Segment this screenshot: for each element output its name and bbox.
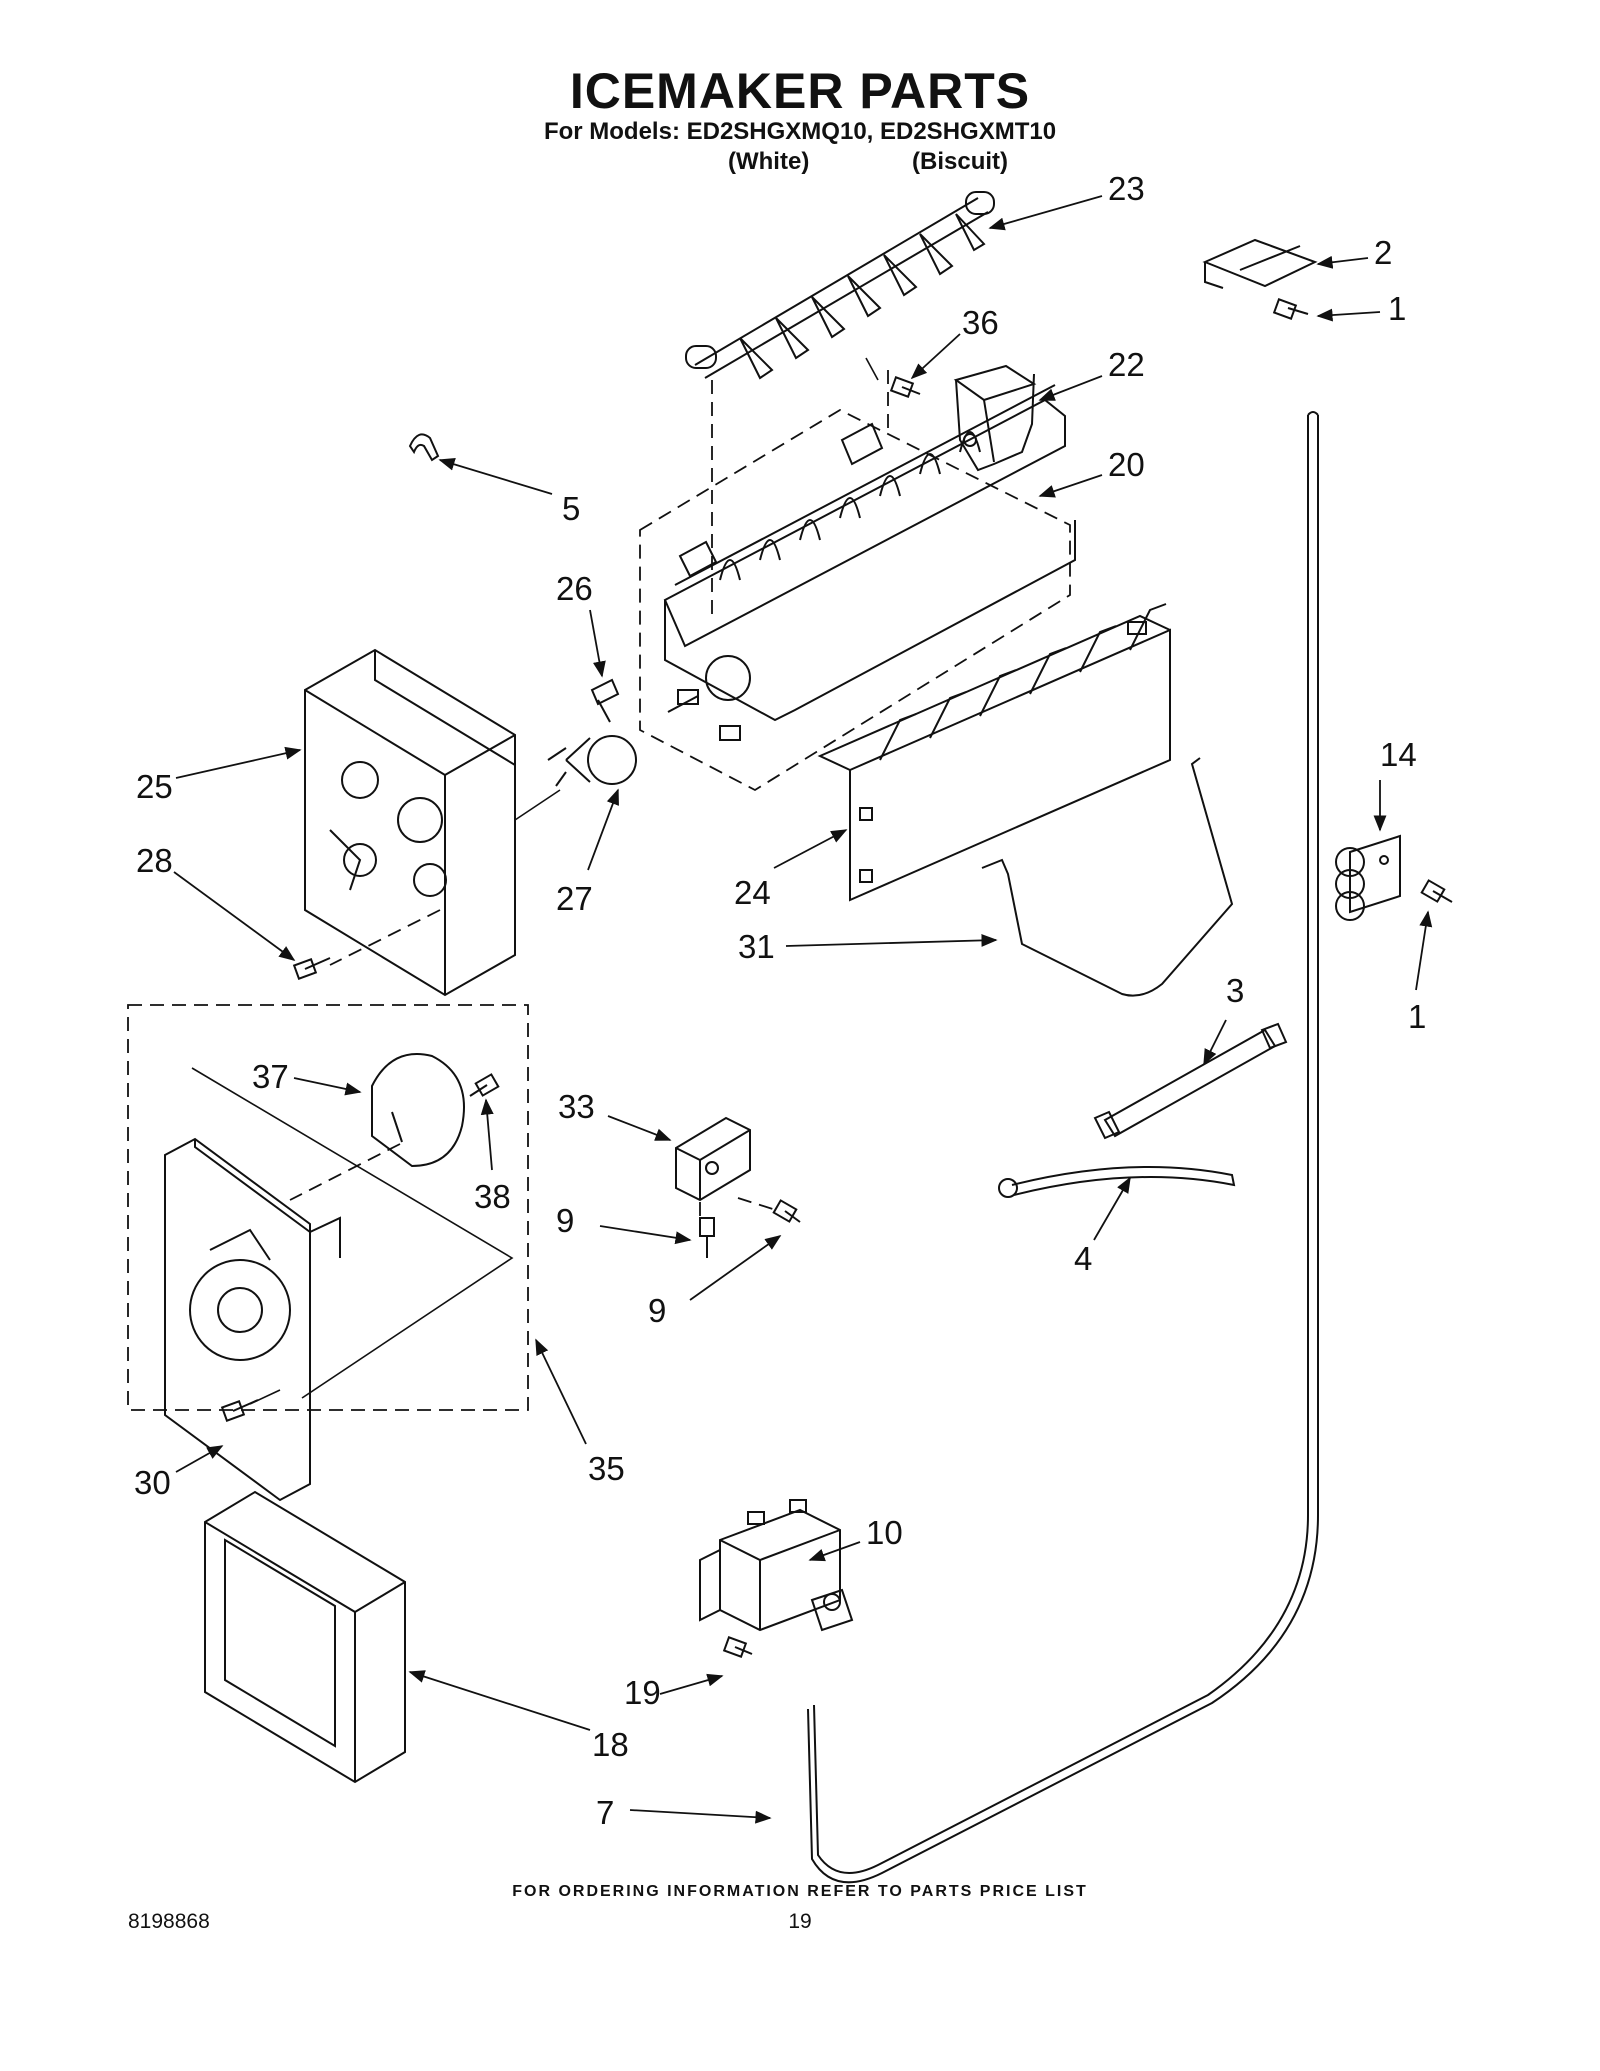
callout-22: 22 [1108, 346, 1145, 383]
leader-19 [659, 1673, 724, 1695]
part-38-screw [469, 1073, 500, 1097]
callout-7: 7 [596, 1794, 614, 1831]
leader-7 [629, 1809, 772, 1824]
alignment-line-screw-9b [737, 1197, 777, 1211]
callout-30: 30 [134, 1464, 171, 1501]
document-number: 8198868 [128, 1910, 210, 1933]
leader-20 [1038, 474, 1103, 498]
part-24-front-cover [817, 603, 1171, 902]
part-10-water-valve [699, 1499, 854, 1632]
water-line [807, 411, 1319, 1884]
part-4-tube [998, 1166, 1236, 1198]
leader-31 [785, 933, 998, 947]
callout-28: 28 [136, 842, 173, 879]
callout-35: 35 [588, 1450, 625, 1487]
part-9-screws [699, 1199, 801, 1258]
callout-26: 26 [556, 570, 593, 607]
leader-4 [1093, 1176, 1131, 1241]
variant-biscuit: (Biscuit) [912, 148, 1008, 175]
callout-5: 5 [562, 490, 580, 527]
part-14-clamp [1335, 834, 1401, 921]
part-23-ejector [685, 191, 995, 380]
part-1-screw-top [1272, 298, 1309, 320]
callout-25: 25 [136, 768, 173, 805]
leader-24 [773, 829, 848, 869]
leader-33 [607, 1115, 672, 1141]
leader-25 [175, 746, 302, 779]
leader-9-bottom [689, 1235, 782, 1301]
leader-5 [438, 458, 553, 495]
alignment-line-screw-30 [249, 1389, 281, 1405]
part-20-mold [663, 384, 1076, 741]
leader-22 [1038, 375, 1103, 401]
leader-3 [1203, 1019, 1227, 1066]
mold-assembly-outline [639, 408, 1071, 792]
leader-23 [988, 195, 1103, 231]
leader-1-right [1415, 910, 1433, 991]
callout-31: 31 [738, 928, 775, 965]
leader-10 [808, 1541, 861, 1562]
part-18-cover [204, 1490, 406, 1784]
callout-3: 3 [1226, 972, 1244, 1009]
leader-30 [175, 1445, 224, 1473]
part-25-housing [304, 648, 516, 997]
part-35-module [164, 1137, 341, 1502]
leader-27 [587, 788, 619, 871]
module-assembly-outline [127, 1004, 529, 1411]
callout-1-right: 1 [1408, 998, 1426, 1035]
page-number: 19 [788, 1910, 812, 1933]
diagram-title: ICEMAKER PARTS [569, 63, 1031, 119]
callout-10: 10 [866, 1514, 903, 1551]
ordering-note: FOR ORDERING INFORMATION REFER TO PARTS … [512, 1883, 1088, 1900]
part-27-thermostat [547, 735, 637, 787]
leader-36 [910, 333, 961, 380]
part-26-clip [590, 678, 620, 723]
leader-9-left [599, 1225, 692, 1245]
alignment-line-screw-28 [329, 909, 441, 966]
callout-9-bottom: 9 [648, 1292, 666, 1329]
alignment-line-motor [289, 1143, 401, 1201]
part-36-screw [889, 376, 921, 398]
part-28-screw [292, 957, 331, 980]
leader-18 [408, 1670, 591, 1731]
callout-9-left: 9 [556, 1202, 574, 1239]
module-connector-line [191, 1067, 514, 1399]
leader-38 [480, 1098, 494, 1171]
part-5-clip [408, 433, 440, 462]
callout-37: 37 [252, 1058, 289, 1095]
variant-white: (White) [728, 148, 810, 175]
callout-14: 14 [1380, 736, 1417, 773]
callout-33: 33 [558, 1088, 595, 1125]
leader-2 [1316, 255, 1369, 269]
part-2-bracket [1202, 238, 1318, 289]
part-33-bracket [675, 1116, 751, 1202]
callout-18: 18 [592, 1726, 629, 1763]
alignment-line-screw-36b [865, 357, 879, 381]
leader-28 [173, 871, 296, 961]
callout-23: 23 [1108, 170, 1145, 207]
callout-4: 4 [1074, 1240, 1092, 1277]
leader-1-top [1316, 308, 1381, 322]
part-3-fitting [1093, 1022, 1288, 1140]
callout-27: 27 [556, 880, 593, 917]
callout-19: 19 [624, 1674, 661, 1711]
part-1-screw-right [1420, 879, 1453, 903]
callout-24: 24 [734, 874, 771, 911]
part-22-fill-cup [953, 364, 1037, 472]
callout-2: 2 [1374, 234, 1392, 271]
callout-38: 38 [474, 1178, 511, 1215]
callout-20: 20 [1108, 446, 1145, 483]
leader-35 [535, 1338, 587, 1445]
part-31-shutoff-arm [981, 757, 1234, 997]
callout-1-top: 1 [1388, 290, 1406, 327]
part-37-motor [371, 1053, 465, 1168]
models-line: For Models: ED2SHGXMQ10, ED2SHGXMT10 [543, 118, 1057, 145]
leader-26 [589, 609, 606, 678]
callout-36: 36 [962, 304, 999, 341]
thermostat-connector-line [514, 789, 561, 821]
leader-37 [293, 1077, 362, 1096]
part-19-screw [722, 1636, 753, 1658]
